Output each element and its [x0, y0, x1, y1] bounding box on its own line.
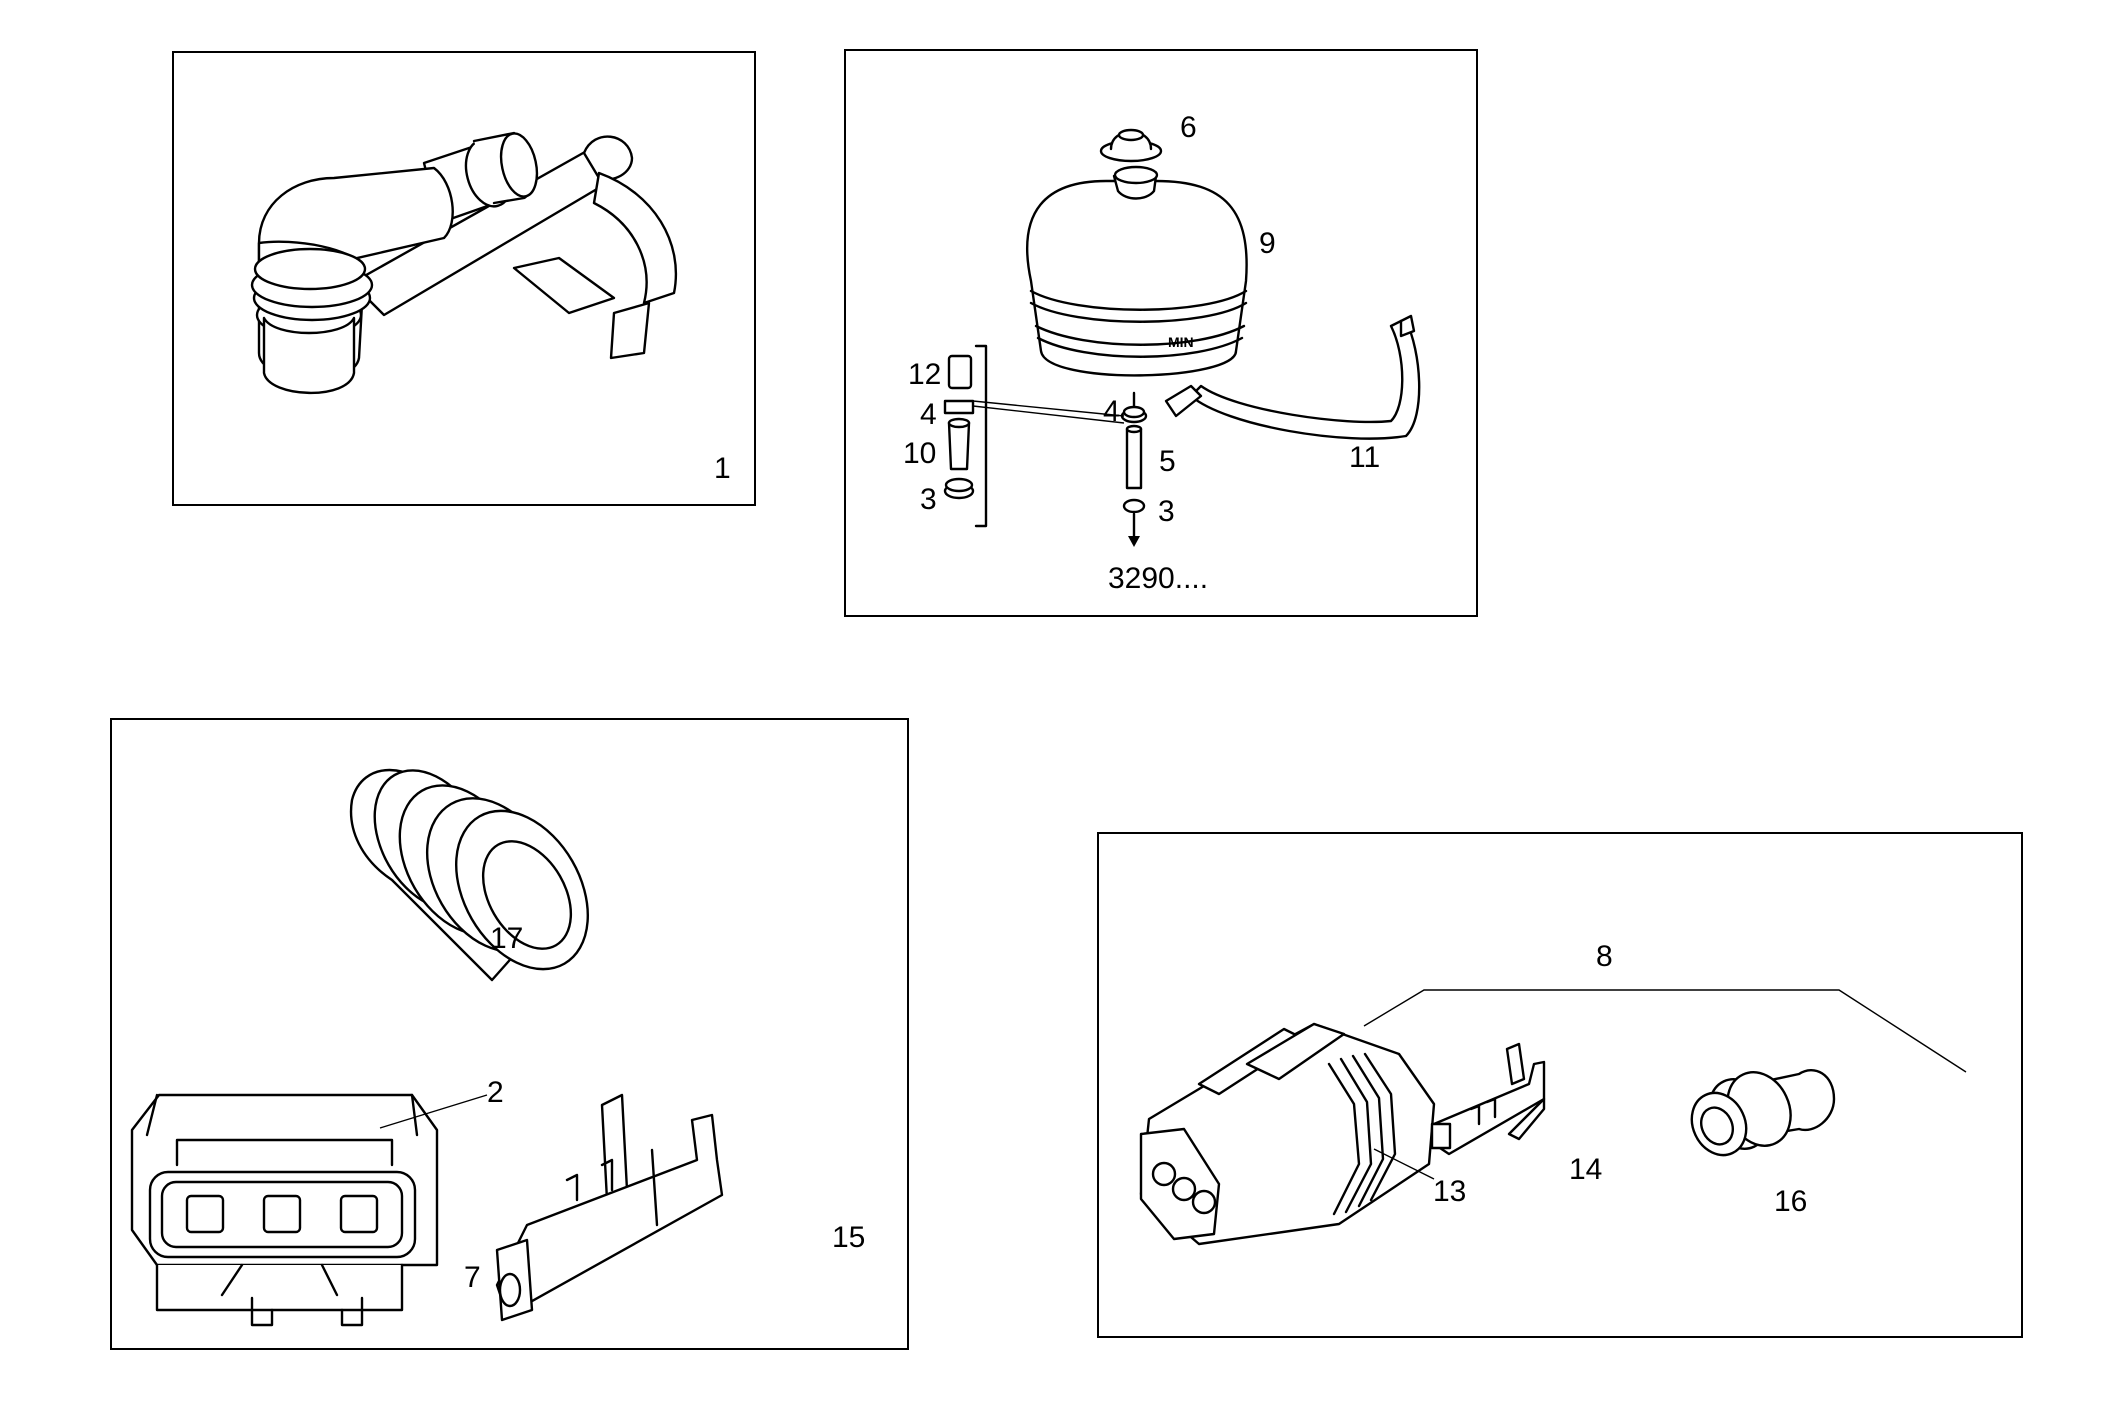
panel-expansion-tank: MIN	[844, 49, 1478, 617]
callout-12: 12	[908, 358, 941, 391]
panel-connector-kit: 8 13 14 16	[1097, 832, 2023, 1338]
callout-3b: 3	[1158, 495, 1175, 528]
callout-15: 15	[832, 1221, 865, 1254]
expansion-tank-drawing: MIN	[903, 111, 1421, 595]
callout-9: 9	[1259, 227, 1276, 260]
elbow-pipe	[250, 131, 539, 395]
callout-10: 10	[903, 437, 936, 470]
parts-bracket	[974, 344, 988, 528]
fitting-stack	[943, 354, 975, 500]
callout-6: 6	[1180, 111, 1197, 144]
panel-connector-parts: 17 2 7 15	[110, 718, 909, 1350]
callout-4b: 4	[1103, 395, 1120, 428]
callout-2: 2	[487, 1076, 504, 1109]
bracket-arm	[350, 135, 678, 360]
leader-lines	[972, 400, 1125, 424]
panel-hose-elbow: 1	[172, 51, 756, 506]
callout-4a: 4	[920, 398, 937, 431]
callout-17: 17	[490, 922, 523, 955]
drain-hose-stack	[1120, 391, 1148, 547]
seal-16	[1690, 1069, 1836, 1157]
terminal-14	[1430, 1042, 1546, 1156]
hose-elbow-drawing: 1	[250, 131, 731, 485]
connector-parts-drawing: 17 2 7 15	[130, 768, 865, 1327]
callout-8: 8	[1596, 940, 1613, 973]
callout-3a: 3	[920, 483, 937, 516]
callout-14: 14	[1569, 1153, 1602, 1186]
callout-7: 7	[464, 1261, 481, 1294]
connector-housing-7	[130, 1093, 439, 1327]
tank-cap	[1099, 128, 1163, 163]
kit-bracket-line	[1363, 989, 1967, 1073]
leader-2	[379, 1094, 488, 1129]
reference-3290: 3290....	[1108, 562, 1208, 595]
callout-5: 5	[1159, 445, 1176, 478]
leader-13	[1373, 1148, 1435, 1180]
callout-11: 11	[1349, 441, 1380, 474]
callout-16: 16	[1774, 1185, 1807, 1218]
tank-strap	[1164, 314, 1421, 440]
callout-1: 1	[714, 452, 731, 485]
terminal-15	[495, 1093, 724, 1322]
connector-13	[1139, 1022, 1436, 1246]
seal-17	[349, 768, 589, 982]
callout-13: 13	[1433, 1175, 1466, 1208]
min-mark: MIN	[1168, 334, 1194, 350]
connector-kit-drawing: 8 13 14 16	[1139, 940, 1967, 1246]
tank-body: MIN	[1026, 165, 1248, 377]
